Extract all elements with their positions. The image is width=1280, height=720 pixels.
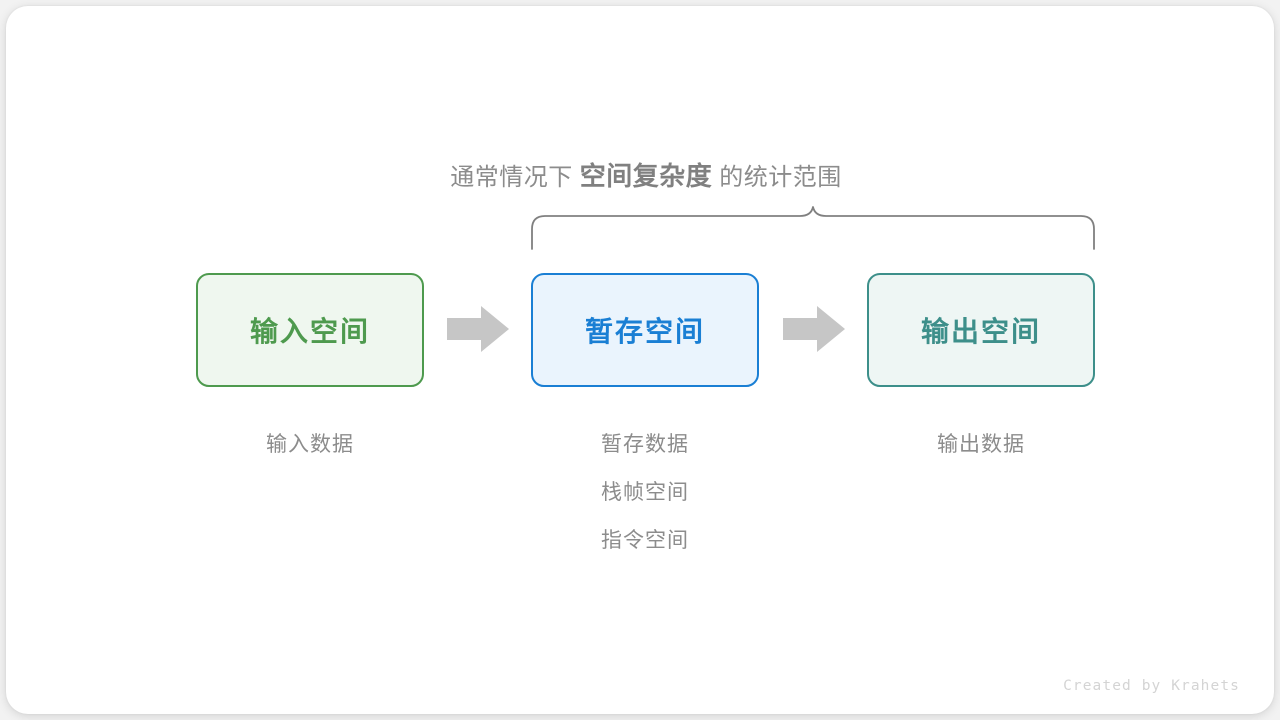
diagram-card: 通常情况下空间复杂度的统计范围 输入空间 暂存空间	[6, 6, 1274, 714]
page-title: 通常情况下空间复杂度的统计范围	[6, 156, 1280, 193]
caption-line: 指令空间	[601, 529, 689, 552]
caption-input-space: 输入数据	[196, 421, 424, 469]
box-temp-space: 暂存空间	[531, 273, 759, 387]
right-arrow-icon	[447, 305, 509, 358]
box-output-space: 输出空间	[867, 273, 1095, 387]
page-title-suffix: 的统计范围	[719, 164, 842, 191]
caption-line: 栈帧空间	[601, 481, 689, 504]
watermark: Created by Krahets	[1063, 678, 1240, 694]
curly-brace	[521, 204, 1121, 269]
caption-line: 输入数据	[266, 433, 354, 456]
page-title-emphasis: 空间复杂度	[579, 161, 713, 191]
page-title-prefix: 通常情况下	[450, 164, 573, 191]
right-arrow-icon	[783, 305, 845, 358]
box-temp-space-label: 暂存空间	[584, 316, 705, 347]
caption-line: 输出数据	[937, 433, 1025, 456]
caption-output-space: 输出数据	[867, 421, 1095, 469]
box-input-space: 输入空间	[196, 273, 424, 387]
caption-line: 暂存数据	[601, 433, 689, 456]
caption-temp-space: 暂存数据 栈帧空间 指令空间	[531, 421, 759, 565]
box-input-space-label: 输入空间	[249, 316, 370, 347]
box-output-space-label: 输出空间	[920, 316, 1041, 347]
